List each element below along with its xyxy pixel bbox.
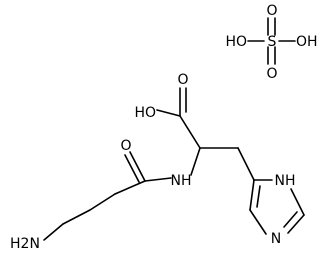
atom-label-imidazole-n: N: [271, 231, 281, 247]
atom-label-sulfuric-ho: HO: [225, 34, 247, 50]
bond-c-acid-alpha: [179, 115, 201, 149]
atom-label-sulfuric-oh: OH: [296, 34, 318, 50]
carboxylic-acid-group: O HO: [134, 72, 201, 149]
atom-label-amine: H2N: [10, 236, 40, 252]
atom-label-sulfuric-o-bottom: O: [266, 66, 277, 82]
bond-ring-n3-c5: [249, 209, 267, 235]
atom-label-sulfur: S: [268, 34, 277, 50]
peptide-backbone: O NH H2N: [10, 138, 201, 252]
bond-ring-c2-n3-b: [283, 211, 298, 228]
atom-label-amide-o: O: [120, 138, 131, 154]
bond-chain-amine: [43, 223, 64, 241]
bond-ring-c5-c4-a: [249, 179, 255, 211]
imidazole-side-chain: NH N: [199, 147, 305, 247]
atom-label-acid-ho: HO: [134, 105, 156, 121]
atom-label-imidazole-nh: NH: [275, 173, 296, 189]
bond-alpha-nh: [190, 147, 201, 176]
sulfuric-acid: HO O S O OH: [225, 3, 317, 82]
atom-label-amide-nh: NH: [171, 173, 192, 189]
bond-ho-c-acid: [156, 109, 181, 117]
atom-label-acid-o: O: [177, 72, 188, 88]
bond-ring-n1h-c2: [290, 188, 305, 216]
bond-c-amide-chain: [114, 180, 146, 195]
bond-c-amide-o-a: [129, 151, 146, 182]
bond-ring-c5-c4-b: [256, 185, 261, 208]
atom-label-sulfuric-o-top: O: [266, 3, 277, 19]
bond-ring-c2-n3-a: [287, 214, 305, 234]
bond-chain-1: [89, 193, 116, 211]
bond-ch2-ring: [237, 147, 255, 181]
bond-c-amide-o-b: [124, 154, 140, 183]
bond-nh-c-amide: [144, 177, 172, 182]
bond-chain-2: [62, 209, 91, 225]
